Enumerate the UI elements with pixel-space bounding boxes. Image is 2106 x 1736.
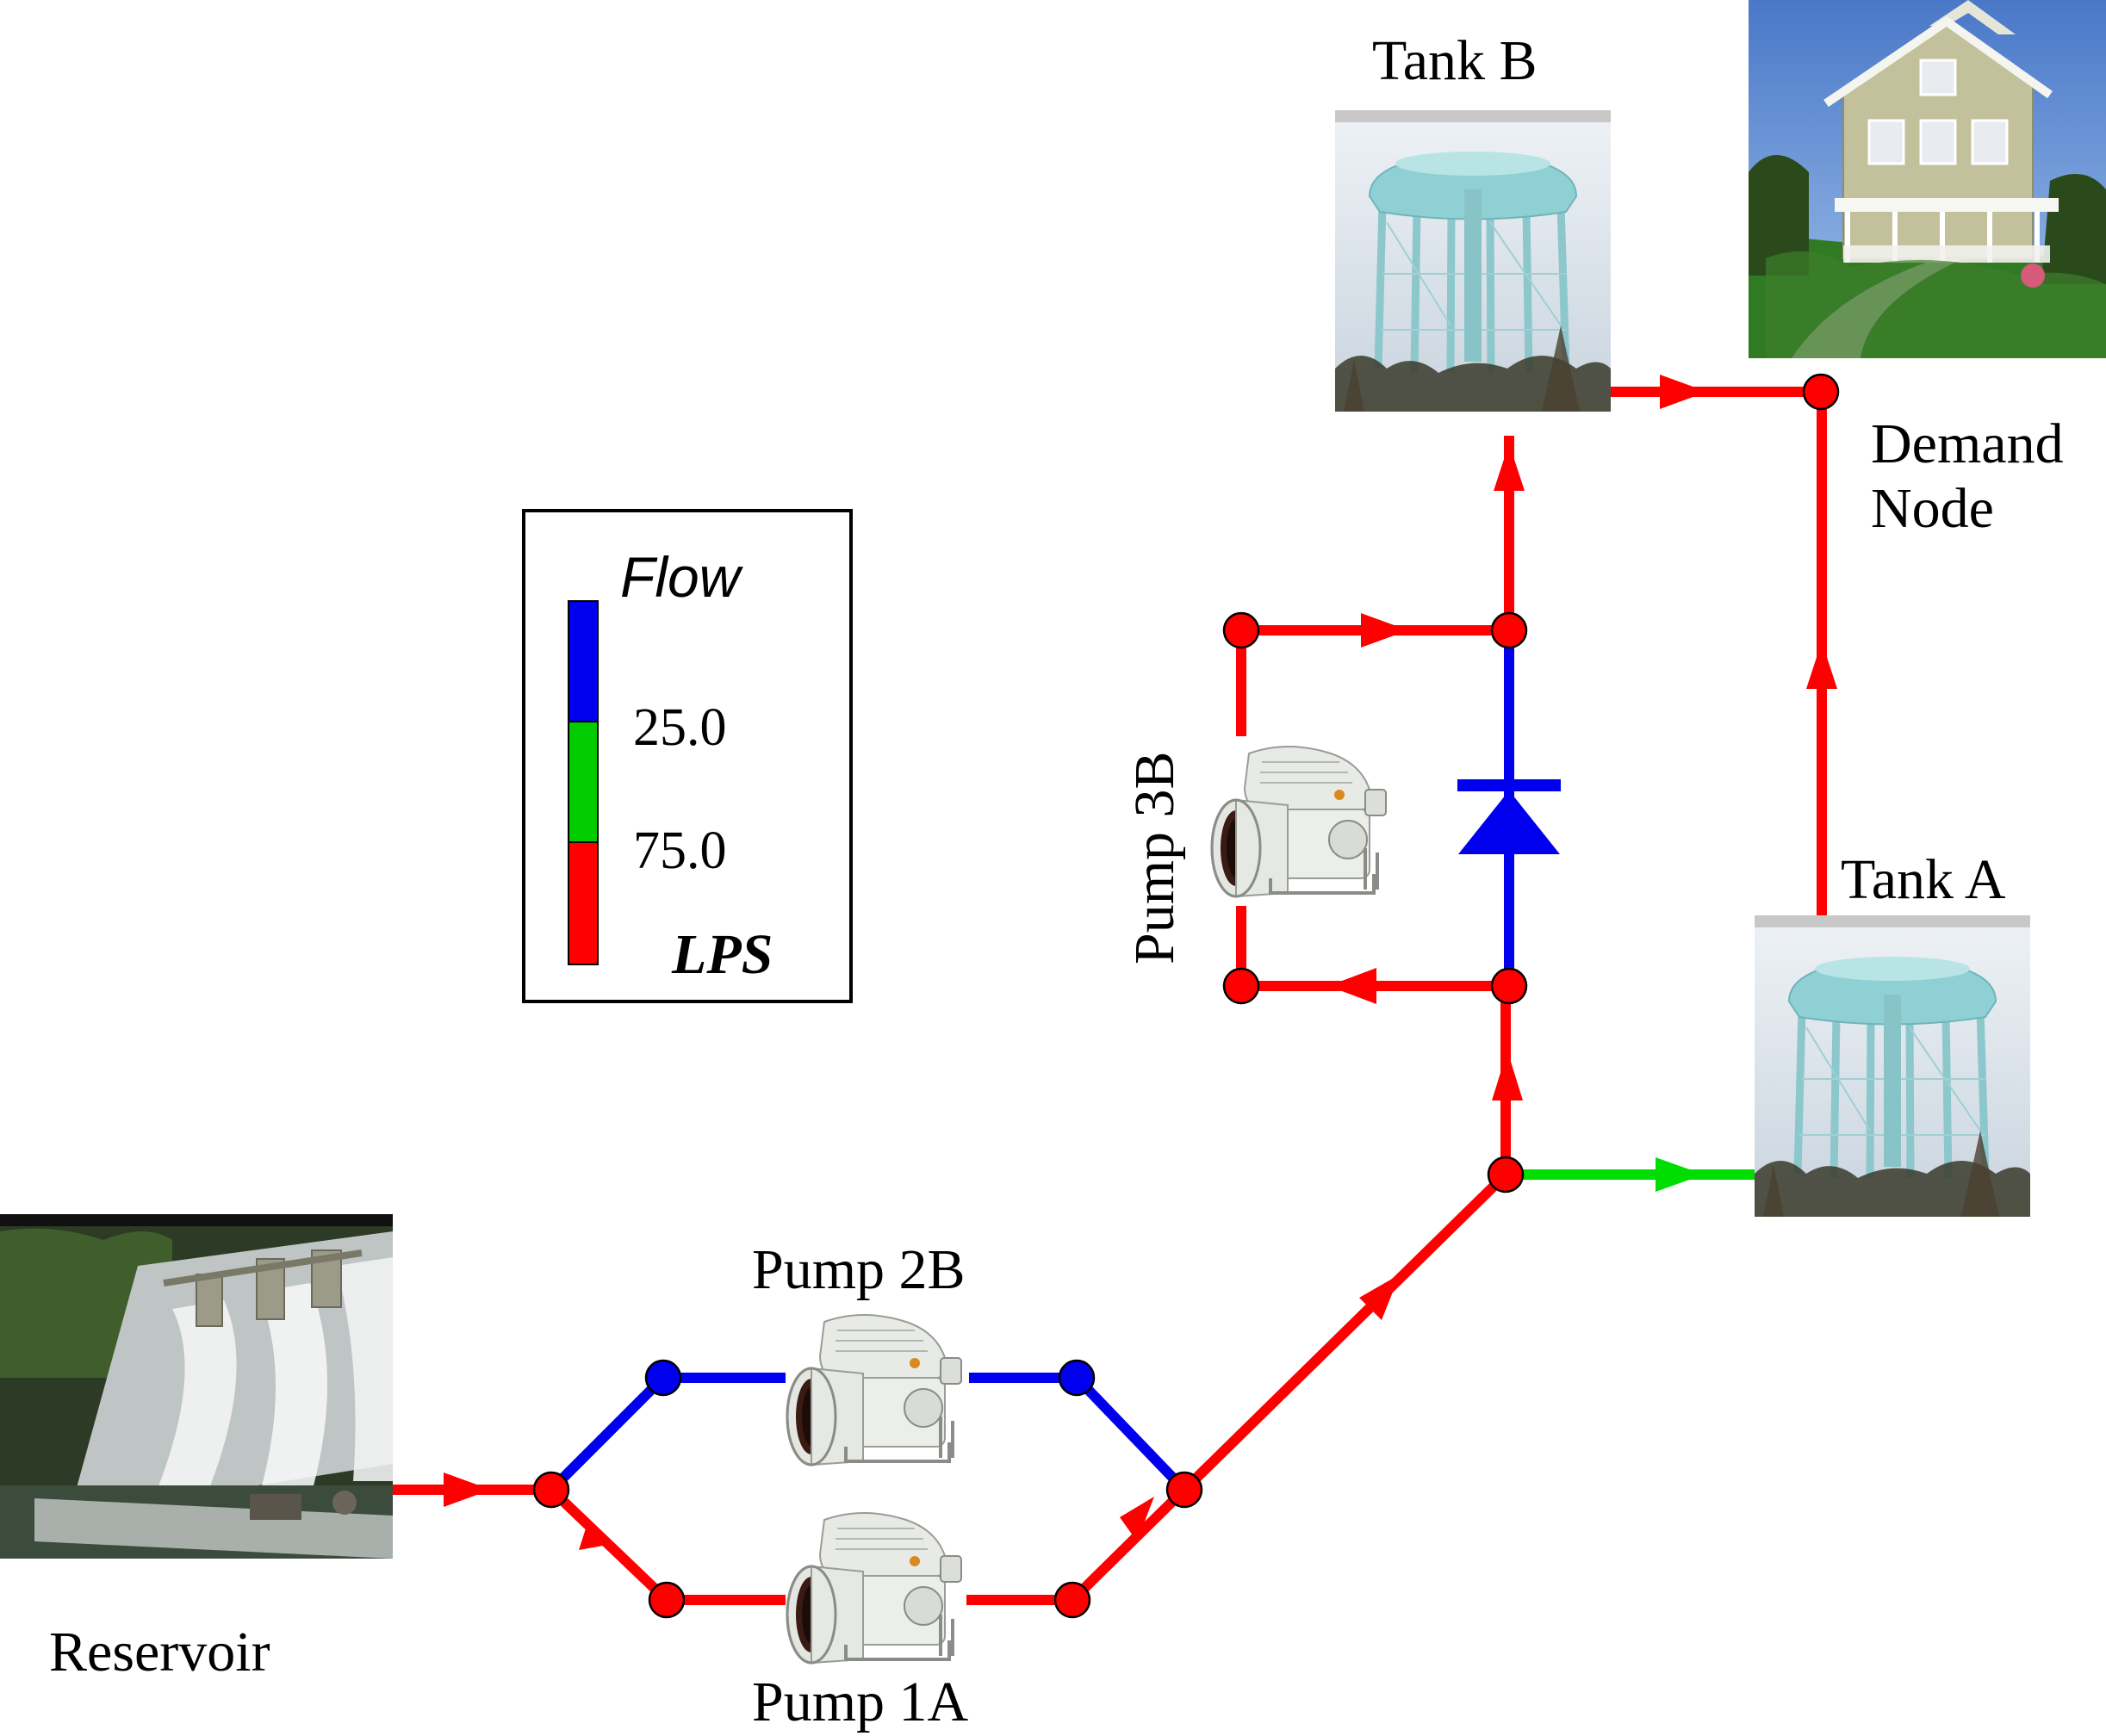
- label-demand-line2: Node: [1871, 477, 1994, 540]
- label-tank-b: Tank B: [1372, 29, 1538, 92]
- flow-arrow: [1806, 642, 1837, 689]
- demand-node: [1802, 373, 1840, 411]
- tank-b-image: [1335, 110, 1611, 412]
- legend-red-band: [568, 841, 599, 965]
- label-pump-3b: Pump 3B: [1123, 751, 1186, 964]
- legend-blue-band: [568, 600, 599, 722]
- blue-nodes: [644, 1359, 1096, 1397]
- flow-arrow: [1494, 443, 1525, 491]
- pump-2b-icon: [786, 1313, 963, 1466]
- flow-arrow: [1660, 375, 1707, 409]
- label-pump-2b: Pump 2B: [752, 1238, 966, 1301]
- junction-node: [1222, 967, 1260, 1005]
- junction-node: [1058, 1359, 1096, 1397]
- nodes: [532, 373, 1840, 1619]
- flow-arrows: [444, 375, 1837, 1565]
- junction-node: [532, 1471, 570, 1509]
- label-demand-line1: Demand: [1871, 412, 2064, 475]
- flow-arrow: [1328, 968, 1376, 1004]
- legend: Flow 25.0 75.0 LPS: [522, 509, 853, 1003]
- check-valve-icon: [1457, 779, 1561, 854]
- reservoir-image: [0, 1214, 393, 1559]
- legend-title: Flow: [620, 545, 744, 609]
- flow-arrow: [579, 1528, 631, 1565]
- flow-arrow: [1656, 1157, 1704, 1192]
- pipe-main-diagonal: [1180, 1170, 1510, 1494]
- legend-tick-high: 75.0: [633, 822, 727, 880]
- pipe-3b-out: [1236, 625, 1506, 736]
- legend-green-band: [568, 721, 599, 843]
- label-reservoir: Reservoir: [49, 1621, 270, 1683]
- junction-node: [1487, 1156, 1525, 1194]
- flow-arrow: [1359, 1274, 1400, 1320]
- flow-arrow: [1361, 613, 1408, 648]
- label-tank-a: Tank A: [1841, 848, 2006, 911]
- junction-node: [1053, 1581, 1091, 1619]
- junction-node: [644, 1359, 682, 1397]
- junction-node: [1165, 1471, 1203, 1509]
- flow-arrow: [444, 1472, 491, 1507]
- junction-node: [1490, 967, 1528, 1005]
- legend-unit: LPS: [671, 923, 773, 986]
- pump-1a-icon: [786, 1511, 963, 1665]
- legend-tick-low: 25.0: [633, 698, 727, 757]
- flow-arrow: [1492, 1051, 1523, 1100]
- house-image: [1749, 0, 2106, 358]
- junction-node: [1222, 611, 1260, 649]
- pump-3b-icon: [1210, 745, 1388, 898]
- flow-arrow: [1120, 1497, 1154, 1541]
- junction-node: [648, 1581, 686, 1619]
- junction-node: [1490, 611, 1528, 649]
- tank-a-image: [1755, 915, 2030, 1217]
- label-pump-1a: Pump 1A: [752, 1671, 969, 1733]
